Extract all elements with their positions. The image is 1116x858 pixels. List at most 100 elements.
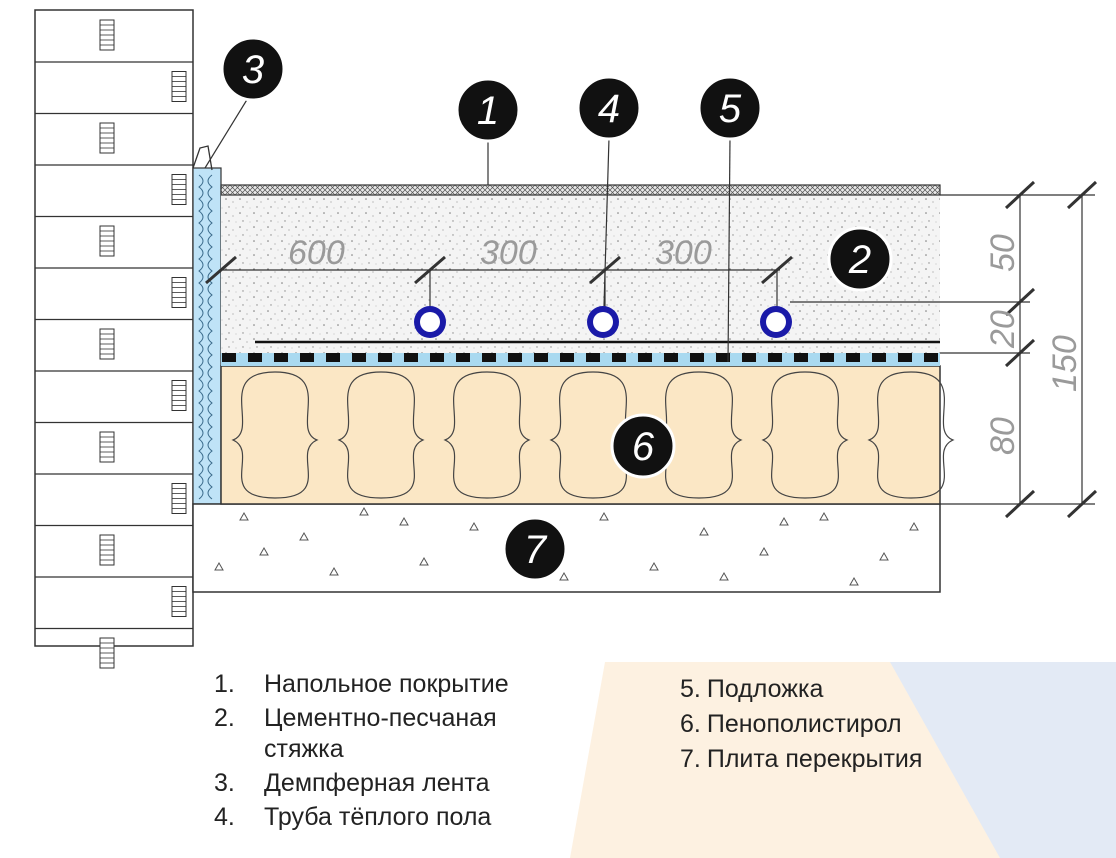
underlay-dash [664, 353, 678, 362]
slab-aggregate-mark [299, 531, 309, 541]
legend-item-4: 4. Труба тёплого пола [214, 803, 492, 831]
damper-tape-wave [198, 174, 204, 500]
insulation-wave [337, 371, 425, 499]
heating-pipe [414, 306, 446, 338]
underlay-dash [300, 353, 314, 362]
underlay-dash [820, 353, 834, 362]
underlay-dash [794, 353, 808, 362]
insulation-wave [443, 371, 531, 499]
brick-joint [99, 534, 115, 566]
underlay-dash [508, 353, 522, 362]
underlay-dash [924, 353, 938, 362]
underlay-dash [430, 353, 444, 362]
insulation-wave [867, 371, 955, 499]
dim-height-150: 150 [1046, 335, 1084, 392]
slab-aggregate-mark [419, 556, 429, 566]
badge-6: 6 [610, 413, 676, 479]
underlay-dash [586, 353, 600, 362]
svg-text:4: 4 [598, 87, 620, 131]
slab-aggregate-mark [719, 571, 729, 581]
slab-aggregate-mark [239, 511, 249, 521]
leader-lines [204, 97, 731, 363]
underlay-dash [846, 353, 860, 362]
damper-tape-wave-2 [207, 174, 213, 500]
underlay-dash [274, 353, 288, 362]
underlay-dash [378, 353, 392, 362]
slab-aggregate-mark [469, 521, 479, 531]
brick-joint [99, 19, 115, 51]
legend-item-3: 3. Демпферная лента [214, 769, 490, 797]
background-blue-panel [890, 662, 1116, 858]
polystyrene-insulation [220, 365, 941, 505]
underlay-dash [872, 353, 886, 362]
underlay-dash [638, 353, 652, 362]
underlay-dash [404, 353, 418, 362]
badge-4: 4 [576, 75, 642, 141]
slab-aggregate-mark [559, 571, 569, 581]
heating-pipe [587, 306, 619, 338]
brick-joint [99, 328, 115, 360]
slab-aggregate-mark [879, 551, 889, 561]
badge-3: 3 [220, 36, 286, 102]
height-dimensions [790, 180, 1098, 519]
heating-pipe [760, 306, 792, 338]
svg-text:6: 6 [632, 425, 655, 469]
slab-aggregate-mark [759, 546, 769, 556]
underlay-dash [482, 353, 496, 362]
brick-joint [99, 637, 115, 669]
underlay-dash [560, 353, 574, 362]
svg-text:3: 3 [242, 48, 264, 92]
badge-1: 1 [455, 77, 521, 143]
floor-covering [220, 184, 941, 196]
underlay-dash [742, 353, 756, 362]
brick-joint [171, 174, 187, 205]
insulation-wave-pattern [231, 371, 955, 499]
badge-2: 2 [827, 226, 893, 292]
underlay-dash [768, 353, 782, 362]
slab-aggregate-mark [599, 511, 609, 521]
slab-aggregate-mark [214, 561, 224, 571]
underlay-dash [248, 353, 262, 362]
insulation-wave [655, 371, 743, 499]
slab-aggregate-mark [329, 566, 339, 576]
underlay-dash [716, 353, 730, 362]
brick-wall [34, 9, 194, 669]
dim-height-80: 80 [984, 417, 1022, 455]
brick-joint [171, 277, 187, 308]
legend-item-5: 5. Подложка [680, 675, 824, 703]
svg-text:1: 1 [477, 89, 499, 133]
svg-text:2: 2 [848, 238, 871, 282]
slab-aggregate-mark [819, 511, 829, 521]
dim-spacing-300-b: 300 [655, 234, 712, 272]
brick-joint [171, 71, 187, 102]
underlay-dash [326, 353, 340, 362]
underlay-dash [456, 353, 470, 362]
screed-texture [221, 195, 940, 353]
badge-5: 5 [697, 75, 763, 141]
legend-item-7: 7. Плита перекрытия [680, 745, 923, 773]
legend-left: 1. Напольное покрытие 2. Цементно-песчан… [214, 669, 574, 836]
slab-aggregate-mark [259, 546, 269, 556]
slab-aggregate-mark [849, 576, 859, 586]
brick-joint [171, 380, 187, 411]
underlay-dash [612, 353, 626, 362]
brick-joint [171, 483, 187, 514]
underlay-dash [534, 353, 548, 362]
dim-height-20: 20 [984, 310, 1022, 349]
insulation-wave [231, 371, 319, 499]
brick-joint [99, 225, 115, 257]
underlay-dash [690, 353, 704, 362]
legend-right: 5. Подложка 6. Пенополистирол 7. Плита п… [680, 674, 1000, 779]
legend-item-6: 6. Пенополистирол [680, 710, 902, 738]
brick-joint [99, 431, 115, 463]
slab-aggregate [214, 506, 919, 586]
dim-spacing-300-a: 300 [480, 234, 537, 272]
brick-joint [171, 586, 187, 617]
legend-item-2: 2. Цементно-песчаная стяжка [214, 704, 497, 763]
damper-tape [192, 167, 222, 505]
svg-text:7: 7 [524, 528, 548, 572]
slab-aggregate-mark [699, 526, 709, 536]
dim-height-50: 50 [984, 234, 1022, 272]
insulation-wave [761, 371, 849, 499]
